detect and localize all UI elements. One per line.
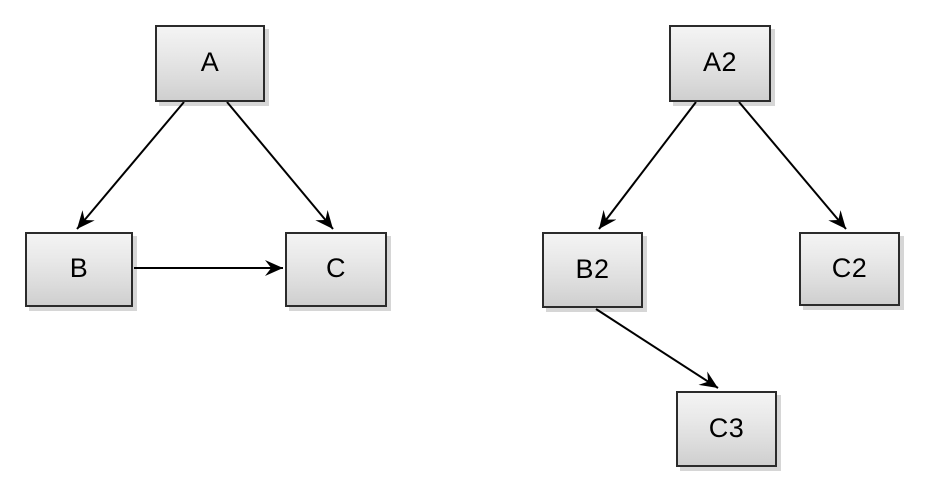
- node-a2[interactable]: A2: [669, 25, 771, 102]
- edge-b2-to-c3[interactable]: [595, 308, 719, 389]
- edge-a-to-c[interactable]: [226, 101, 334, 230]
- node-a-label: A: [200, 47, 220, 77]
- node-b2-label: B2: [575, 253, 610, 284]
- node-a[interactable]: A: [155, 25, 265, 102]
- node-c2-label: C2: [831, 252, 868, 283]
- edge-a-to-b[interactable]: [76, 101, 185, 230]
- node-c-label: C: [326, 253, 346, 283]
- edges-group: [76, 101, 847, 389]
- node-c3[interactable]: C3: [676, 391, 777, 467]
- node-b-label: B: [69, 253, 89, 283]
- node-b[interactable]: B: [25, 232, 133, 307]
- node-c3-label: C3: [708, 412, 745, 443]
- node-c2[interactable]: C2: [799, 232, 900, 306]
- node-c[interactable]: C: [285, 232, 387, 307]
- edge-a2-to-b2[interactable]: [598, 101, 697, 230]
- node-a2-label: A2: [702, 47, 738, 77]
- node-b2[interactable]: B2: [542, 232, 643, 308]
- edge-a2-to-c2[interactable]: [738, 101, 847, 230]
